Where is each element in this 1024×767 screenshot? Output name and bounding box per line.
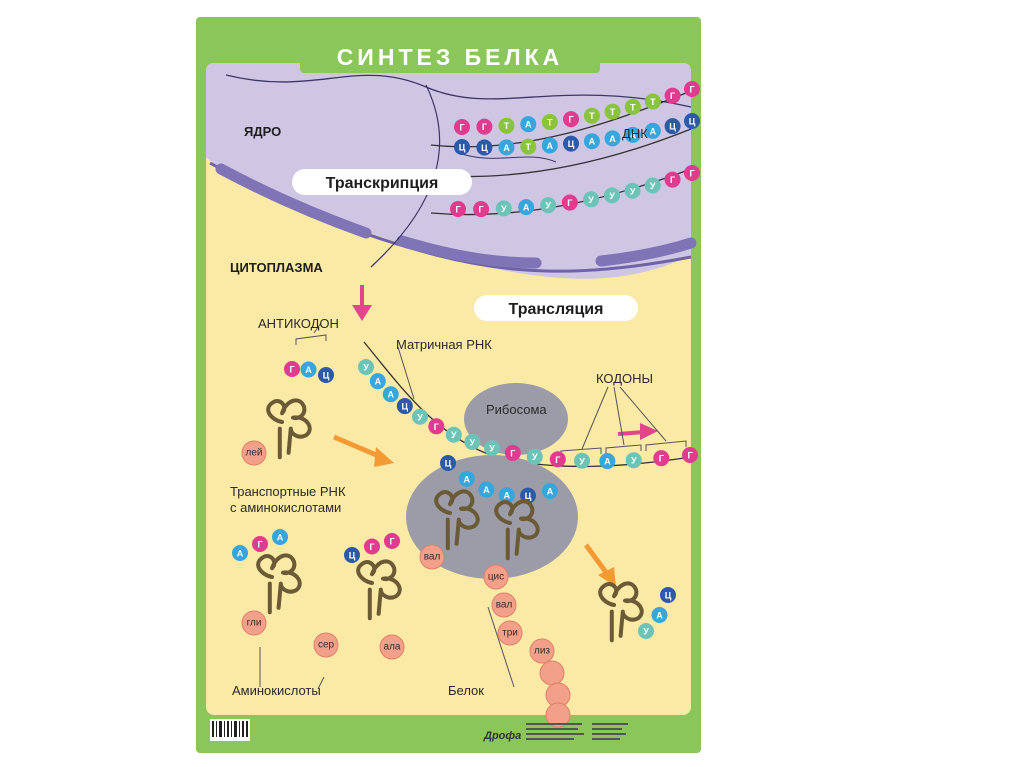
dna-bottom-nucleotide-letter: А — [503, 143, 510, 153]
mrna-nucleus-nucleotide-letter: Г — [479, 205, 484, 215]
mrna-codon-nucleotide-letter: У — [451, 430, 457, 440]
poster-title: СИНТЕЗ БЕЛКА — [337, 44, 564, 70]
cytoplasm-label: ЦИТОПЛАЗМА — [230, 260, 323, 275]
mrna-codon-nucleotide-letter: У — [417, 412, 423, 422]
mrna-codon-nucleotide-letter: Г — [555, 455, 560, 465]
dna-bottom-nucleotide-letter: Ц — [689, 117, 696, 127]
mrna-codon-nucleotide-letter: Г — [687, 451, 692, 461]
publisher-logo: Дрофа — [483, 730, 521, 742]
trna-ala-anticodon-letter: Ц — [349, 551, 356, 561]
dna-top-nucleotide-letter: Г — [459, 123, 464, 133]
mrna-codon-nucleotide-letter: У — [579, 456, 585, 466]
trna-label-line1: Транспортные РНК — [230, 484, 346, 499]
mrna-codon-nucleotide-letter: У — [631, 456, 637, 466]
dna-top-nucleotide-letter: Т — [650, 97, 656, 107]
mrna-codon-nucleotide-letter: А — [375, 377, 382, 387]
translation-label: Трансляция — [509, 301, 604, 318]
dna-bottom-nucleotide-letter: Ц — [669, 122, 676, 132]
mrna-nucleus-nucleotide-letter: У — [501, 204, 507, 214]
mrna-codon-nucleotide-letter: У — [363, 363, 369, 373]
trna-lei-anticodon-letter: Ц — [323, 371, 330, 381]
mrna-nucleus-nucleotide-letter: У — [650, 181, 656, 191]
dna-top-nucleotide-letter: Г — [482, 122, 487, 132]
mrna-codon-nucleotide-letter: Ц — [402, 402, 409, 412]
ribosome-anticodon-nucleotide-letter: А — [547, 487, 554, 497]
mrna-nucleus-nucleotide-letter: А — [523, 203, 530, 213]
ribosome-label: Рибосома — [486, 402, 547, 417]
amino-acid-lei-label: лей — [246, 448, 263, 459]
dna-top-nucleotide-letter: Т — [610, 107, 616, 117]
dna-bottom-nucleotide-letter: А — [609, 134, 616, 144]
mrna-codon-nucleotide-letter: А — [604, 457, 611, 467]
protein-label: Белок — [448, 683, 484, 698]
protein-tri-label: три — [502, 628, 518, 639]
amino-acids-label: Аминокислоты — [232, 683, 321, 698]
trna-gli-anticodon-letter: А — [237, 549, 244, 559]
protein-synthesis-poster: СИНТЕЗ БЕЛКА ГГТАТГТТТТГГЦЦАТАЦААААЦЦГГУ… — [196, 17, 701, 753]
dna-bottom-nucleotide-letter: А — [547, 141, 554, 151]
dna-top-nucleotide-letter: Г — [689, 85, 694, 95]
mrna-codon-nucleotide-letter: Г — [510, 448, 515, 458]
dna-top-nucleotide-letter: А — [525, 120, 532, 130]
trna-gli-anticodon-letter: А — [277, 533, 284, 543]
trna-gli-anticodon-letter: Г — [257, 540, 262, 550]
mrna-codon-nucleotide-letter: Г — [434, 422, 439, 432]
anticodon-label: АНТИКОДОН — [258, 316, 339, 331]
ribosome-anticodon-nucleotide-letter: Ц — [445, 459, 452, 469]
dna-bottom-nucleotide-letter: Ц — [481, 143, 488, 153]
trna-label-line2: с аминокислотами — [230, 500, 341, 515]
mrna-nucleus-nucleotide-letter: У — [545, 201, 551, 211]
protein-val-label: вал — [496, 600, 513, 611]
ribosome-anticodon-nucleotide-letter: А — [504, 491, 511, 501]
mrna-nucleus-nucleotide-letter: Г — [567, 198, 572, 208]
mrna-nucleus-nucleotide-letter: Г — [670, 175, 675, 185]
dna-top-nucleotide-letter: Г — [670, 91, 675, 101]
amino-acid-gli-label: гли — [247, 618, 262, 629]
dna-top-nucleotide-letter: Г — [568, 115, 573, 125]
dna-bottom-nucleotide-letter: Ц — [459, 143, 466, 153]
protein-residue — [540, 661, 564, 685]
mrna-label: Матричная РНК — [396, 337, 492, 352]
ribosome-anticodon-nucleotide-letter: А — [483, 485, 490, 495]
trna-lei-anticodon-letter: Г — [289, 365, 294, 375]
mrna-nucleus-nucleotide-letter: У — [588, 195, 594, 205]
mrna-nucleus-nucleotide-letter: У — [630, 186, 636, 196]
mrna-codon-nucleotide-letter: У — [532, 452, 538, 462]
trna-lei-anticodon-letter: А — [305, 365, 312, 375]
codons-label: КОДОНЫ — [596, 371, 653, 386]
trna-exit-anticodon-letter: А — [656, 611, 663, 621]
trna-exit-anticodon-letter: Ц — [665, 591, 672, 601]
dna-bottom-nucleotide-letter: А — [589, 137, 596, 147]
mrna-codon-nucleotide-letter: А — [388, 390, 395, 400]
barcode — [210, 719, 250, 741]
protein-cys-label: цис — [488, 572, 504, 583]
amino-acid-ser-label: сер — [318, 640, 335, 651]
mrna-nucleus-nucleotide-letter: У — [609, 191, 615, 201]
mrna-nucleus-nucleotide-letter: Г — [455, 205, 460, 215]
mrna-codon-nucleotide-letter: У — [489, 444, 495, 454]
mrna-codon-nucleotide-letter: У — [470, 437, 476, 447]
dna-label: ДНК — [622, 126, 648, 141]
trna-ala-anticodon-letter: Г — [389, 537, 394, 547]
mrna-codon-nucleotide-letter: Г — [659, 454, 664, 464]
ribosome-anticodon-nucleotide-letter: А — [464, 474, 471, 484]
dna-top-nucleotide-letter: Т — [630, 102, 636, 112]
trna-ala-anticodon-letter: Г — [369, 542, 374, 552]
trna-exit-anticodon-letter: У — [643, 627, 649, 637]
amino-acid-ala-label: ала — [384, 642, 401, 653]
amino-acid-val-label: вал — [424, 552, 441, 563]
transcription-label: Транскрипция — [326, 175, 439, 192]
dna-top-nucleotide-letter: Т — [589, 111, 595, 121]
dna-top-nucleotide-letter: Т — [547, 117, 553, 127]
mrna-nucleus-nucleotide-letter: Г — [689, 169, 694, 179]
dna-top-nucleotide-letter: Т — [504, 121, 510, 131]
dna-bottom-nucleotide-letter: А — [650, 126, 657, 136]
dna-bottom-nucleotide-letter: Ц — [568, 139, 575, 149]
nucleus-label: ЯДРО — [244, 124, 281, 139]
protein-liz-label: лиз — [534, 646, 550, 657]
dna-bottom-nucleotide-letter: Т — [526, 142, 532, 152]
